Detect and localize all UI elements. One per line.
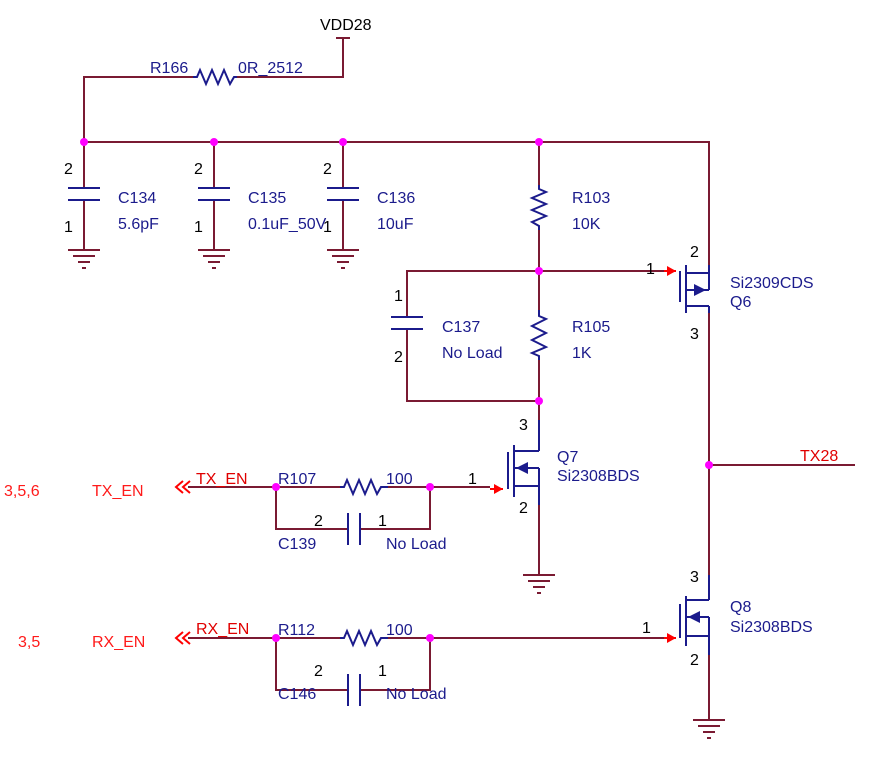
wires [83,38,855,720]
r112-value: 100 [386,622,413,639]
junction-dot [210,138,218,146]
junction-dot [535,397,543,405]
rx-en-port-label: RX_EN [92,634,145,651]
junction-dot [705,461,713,469]
r107-value: 100 [386,471,413,488]
r103-value: 10K [572,216,601,233]
q7-pin-3: 3 [519,417,528,434]
c134-pin1: 1 [64,219,73,236]
c134-ref: C134 [118,190,156,207]
c134-pin2: 2 [64,161,73,178]
tx28-net-label: TX28 [800,448,838,465]
q6-pin-gate: 1 [646,261,655,278]
c136-capacitor: 2 1 C136 10uF [323,161,415,236]
ground-icon [693,719,725,739]
junction-dot [339,138,347,146]
q6-part: Si2309CDS [730,275,814,292]
q7-pin-gate: 1 [468,471,477,488]
q8-pin-2: 2 [690,652,699,669]
rx-en-net-label: RX_EN [196,621,249,638]
c135-value: 0.1uF_50V [248,216,327,233]
q8-ref: Q8 [730,599,751,616]
c136-pin2: 2 [323,161,332,178]
c136-value: 10uF [377,216,414,233]
c146-capacitor: 2 1 C146 No Load [278,663,447,706]
junction-dot [426,634,434,642]
tx-en-port-label: TX_EN [92,483,144,500]
c139-value: No Load [386,536,447,553]
q7-ref: Q7 [557,449,578,466]
tx-en-page-refs: 3,5,6 [4,483,40,500]
c146-ref: C146 [278,686,316,703]
c135-pin2: 2 [194,161,203,178]
q7-pin-2: 2 [519,500,528,517]
ground-symbols [68,249,725,739]
junction-dot [272,634,280,642]
q7-mosfet: 1 3 2 Q7 Si2308BDS [468,417,640,517]
junction-dot [535,267,543,275]
c134-capacitor: 2 1 C134 5.6pF [64,161,159,236]
c146-pin2: 2 [314,663,323,680]
r103-resistor: R103 10K [529,185,610,233]
c137-pin1: 1 [394,288,403,305]
c139-capacitor: 2 1 C139 No Load [278,513,447,553]
q8-part: Si2308BDS [730,619,813,636]
c146-value: No Load [386,686,447,703]
r166-ref: R166 [150,60,188,77]
q8-pin-3: 3 [690,569,699,586]
ground-icon [327,249,359,269]
q7-part: Si2308BDS [557,468,640,485]
r166-value: 0R_2512 [238,60,303,77]
c137-pin2: 2 [394,349,403,366]
r112-resistor: R112 100 [278,622,413,648]
vdd28-label: VDD28 [320,17,372,34]
tx-en-offpage-port: TX_EN 3,5,6 TX_EN [4,471,248,500]
q6-pin-3: 3 [690,326,699,343]
c137-ref: C137 [442,319,480,336]
c139-pin2: 2 [314,513,323,530]
q8-mosfet: 1 3 2 Q8 Si2308BDS [642,569,813,669]
c137-capacitor: 1 2 C137 No Load [391,288,503,366]
c136-pin1: 1 [323,219,332,236]
r105-value: 1K [572,345,592,362]
r107-resistor: R107 100 [278,471,413,497]
c146-pin1: 1 [378,663,387,680]
c139-ref: C139 [278,536,316,553]
r166-resistor: R166 0R_2512 [150,60,303,87]
c137-value: No Load [442,345,503,362]
ground-icon [198,249,230,269]
c135-capacitor: 2 1 C135 0.1uF_50V [194,161,327,236]
r103-ref: R103 [572,190,610,207]
c136-ref: C136 [377,190,415,207]
r107-ref: R107 [278,471,316,488]
rx-en-offpage-port: RX_EN 3,5 RX_EN [18,621,249,651]
junction-dot [272,483,280,491]
junction-dot [426,483,434,491]
c139-pin1: 1 [378,513,387,530]
junction-dot [535,138,543,146]
c134-value: 5.6pF [118,216,159,233]
vdd28-power-symbol: VDD28 [320,17,372,39]
q6-pin-2: 2 [690,244,699,261]
junction-dot [80,138,88,146]
r112-ref: R112 [278,622,315,639]
q6-mosfet: 1 2 3 Si2309CDS Q6 [646,244,814,343]
junction-dots [80,138,713,642]
q6-ref: Q6 [730,294,751,311]
c135-ref: C135 [248,190,286,207]
tx-en-net-label: TX_EN [196,471,248,488]
q8-pin-gate: 1 [642,620,651,637]
ground-icon [523,574,555,594]
rx-en-page-refs: 3,5 [18,634,40,651]
c135-pin1: 1 [194,219,203,236]
r105-resistor: R105 1K [529,310,610,362]
ground-icon [68,249,100,269]
r105-ref: R105 [572,319,610,336]
